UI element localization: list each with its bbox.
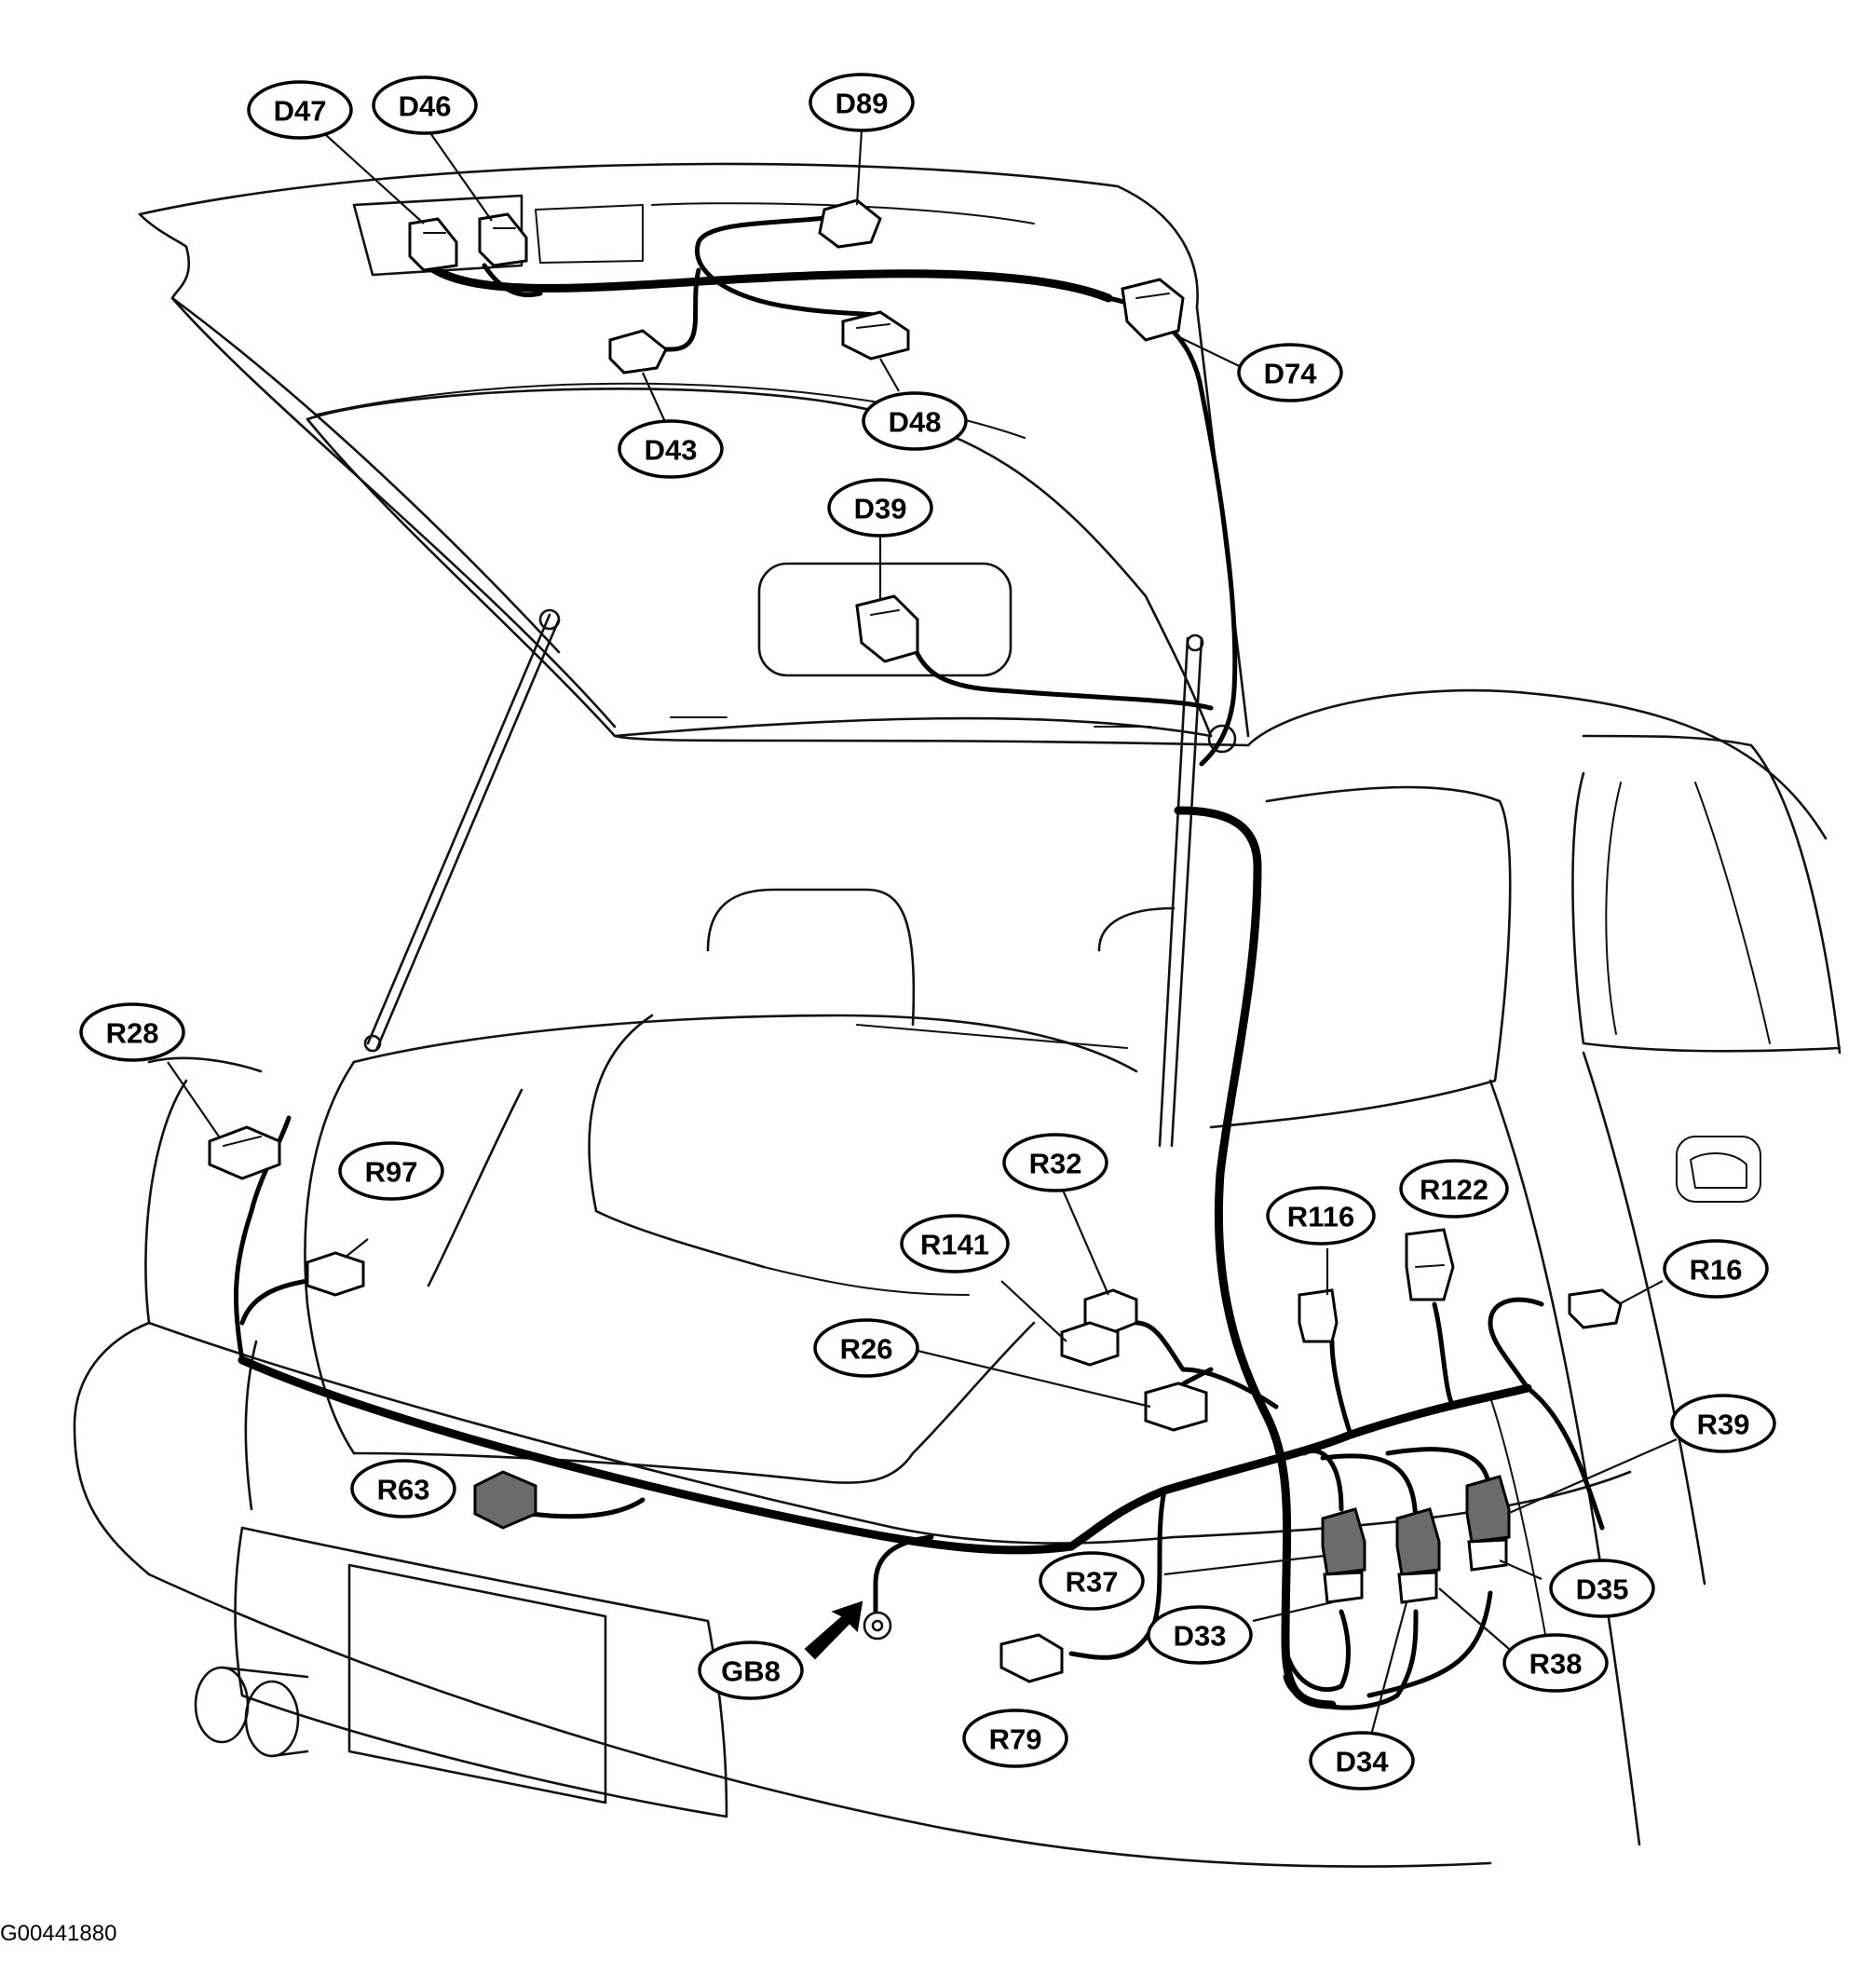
vehicle-outline [73, 162, 1842, 1868]
callout-r39-label: R39 [1697, 1409, 1750, 1441]
callout-d33: D33 [1147, 1605, 1253, 1665]
connector-r38 [1395, 1507, 1441, 1604]
callout-d43: D43 [618, 419, 724, 479]
connector-r37 [1321, 1507, 1366, 1604]
connector-r97 [306, 1251, 365, 1297]
callout-r26-label: R26 [840, 1333, 893, 1366]
callout-r141-label: R141 [920, 1229, 989, 1261]
callout-r37: R37 [1039, 1551, 1145, 1611]
connector-r116 [1298, 1288, 1339, 1343]
connector-r122 [1405, 1228, 1455, 1301]
callout-r28: R28 [79, 1002, 185, 1062]
callout-r97-label: R97 [365, 1156, 418, 1189]
callout-d89: D89 [809, 73, 915, 132]
callout-d47: D47 [247, 80, 353, 140]
connectors [208, 198, 1623, 1683]
harness-wires [233, 213, 1605, 1710]
callout-r63: R63 [350, 1459, 456, 1518]
callout-r141: R141 [900, 1214, 1010, 1273]
callout-r79: R79 [962, 1709, 1068, 1768]
callout-gb8-label: GB8 [721, 1655, 781, 1688]
connector-r141 [1060, 1321, 1120, 1367]
connector-d74 [1121, 278, 1185, 342]
leader-lines [167, 129, 1678, 1743]
callout-d35-label: D35 [1576, 1573, 1629, 1606]
callout-r39: R39 [1670, 1394, 1776, 1453]
connector-d47 [408, 217, 458, 272]
connector-r63 [473, 1470, 537, 1530]
callout-r28-label: R28 [106, 1017, 159, 1050]
callout-r122: R122 [1399, 1159, 1509, 1219]
callout-d46-label: D46 [399, 90, 452, 123]
gb8-arrow-icon [804, 1600, 863, 1660]
callout-d48: D48 [862, 391, 968, 451]
callout-r32-label: R32 [1029, 1148, 1082, 1180]
callout-d33-label: D33 [1174, 1620, 1227, 1653]
callout-r32: R32 [1002, 1133, 1108, 1192]
connector-r26 [1144, 1382, 1208, 1432]
callout-r16: R16 [1663, 1239, 1769, 1299]
callout-r122-label: R122 [1420, 1174, 1488, 1206]
connector-d39 [855, 594, 919, 663]
callout-d35: D35 [1549, 1559, 1655, 1618]
callout-d34: D34 [1309, 1731, 1415, 1791]
callout-d39: D39 [827, 478, 933, 538]
callout-d47-label: D47 [274, 95, 327, 128]
callout-d74: D74 [1237, 343, 1343, 402]
callout-r16-label: R16 [1690, 1254, 1743, 1287]
connector-d46 [478, 212, 528, 267]
callout-gb8: GB8 [698, 1641, 804, 1700]
callout-r37-label: R37 [1066, 1566, 1119, 1599]
callout-r63-label: R63 [377, 1474, 430, 1506]
callout-r97: R97 [338, 1141, 444, 1201]
connector-d48 [841, 310, 910, 361]
callout-d34-label: D34 [1336, 1746, 1390, 1778]
callout-r26: R26 [813, 1318, 919, 1378]
callout-d48-label: D48 [889, 406, 942, 439]
connector-r32 [1083, 1288, 1138, 1334]
callout-r38: R38 [1502, 1633, 1609, 1693]
callout-r116-label: R116 [1287, 1201, 1354, 1233]
callout-d74-label: D74 [1264, 358, 1318, 390]
connector-r28 [208, 1125, 281, 1180]
connector-r16 [1568, 1288, 1623, 1329]
callout-d39-label: D39 [854, 493, 907, 525]
connector-d43 [608, 329, 668, 374]
callout-d89-label: D89 [836, 88, 889, 120]
callout-r38-label: R38 [1529, 1648, 1583, 1681]
callout-d43-label: D43 [645, 434, 698, 467]
callout-d46: D46 [372, 75, 478, 135]
connector-r39 [1465, 1475, 1511, 1572]
figure-code: G00441880 [0, 1921, 117, 1946]
callout-r79-label: R79 [989, 1723, 1042, 1756]
connector-r79 [999, 1633, 1064, 1683]
callout-r116: R116 [1266, 1186, 1376, 1246]
